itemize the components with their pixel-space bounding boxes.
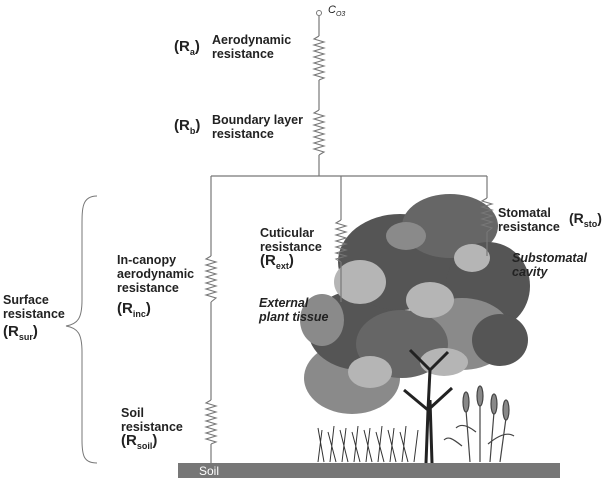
resistor-rb [312,109,326,156]
resistor-rinc [204,255,218,303]
resistor-rsoil [204,399,218,445]
resistor-rext [334,219,348,263]
pollutant-label: CO3 [328,4,345,18]
rext-symbol: (Rext) [260,252,294,271]
rinc-symbol: (Rinc) [117,300,151,319]
pollutant-sub: O3 [335,11,346,19]
rsoil-symbol: (Rsoil) [121,432,158,451]
soil-bar-label: Soil [199,464,220,478]
resistor-rsto [480,197,494,233]
tree-canopy [300,194,530,414]
cereal-plants [443,385,515,463]
rb-symbol: (Rb) [174,117,201,136]
pollutant-base: C [328,4,336,16]
grass [317,425,419,463]
soil-bar [178,463,560,478]
surface-brace [65,195,98,464]
rsto-symbol: (Rsto) [569,210,602,229]
resistor-ra [312,35,326,81]
tree-trunk [403,348,454,464]
ra-symbol: (Ra) [174,38,200,57]
circuit-wires [210,16,488,463]
rsur-symbol: (Rsur) [3,323,38,342]
co3-node [316,10,322,16]
